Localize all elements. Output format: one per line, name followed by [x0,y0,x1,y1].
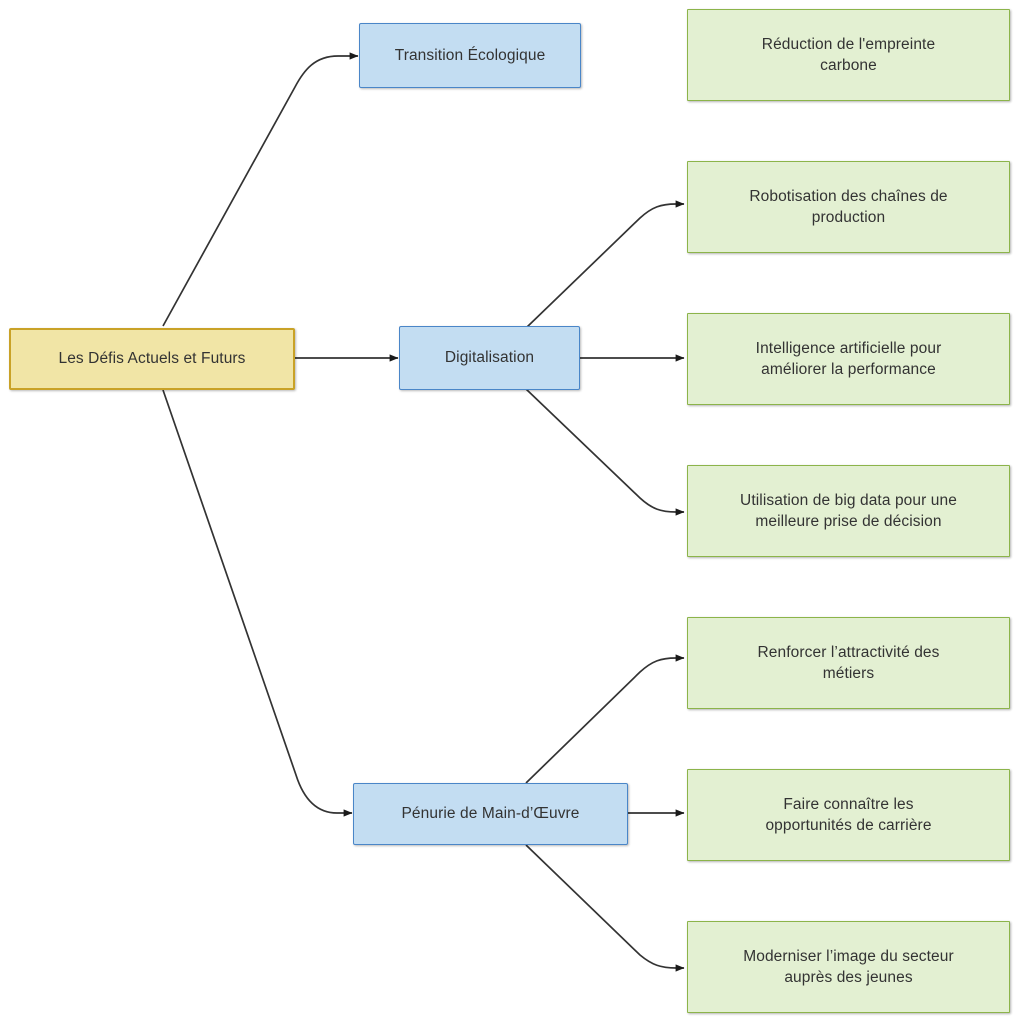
edge-root-to-transition [162,52,359,327]
node-leaf-reduction-empreinte-carbone-label: Réduction de l'empreinte carbone [761,35,936,74]
node-branch-digitalisation-label: Digitalisation [444,349,535,367]
edge-digitalisation-to-bigdata [525,388,685,516]
node-leaf-utilisation-big-data[interactable]: Utilisation de big data pour une meilleu… [687,465,1010,557]
node-leaf-faire-connaitre-opportunites-label: Faire connaître les opportunités de carr… [765,795,932,834]
node-leaf-renforcer-attractivite-metiers-label: Renforcer l’attractivité des métiers [757,643,940,682]
node-branch-penurie-main-doeuvre[interactable]: Pénurie de Main-d’Œuvre [353,783,628,845]
node-branch-penurie-main-doeuvre-label: Pénurie de Main-d’Œuvre [401,805,580,823]
node-leaf-robotisation-chaines-production-label: Robotisation des chaînes de production [749,187,948,226]
node-leaf-utilisation-big-data-label: Utilisation de big data pour une meilleu… [740,491,957,530]
node-leaf-intelligence-artificielle[interactable]: Intelligence artificielle pour améliorer… [687,313,1010,405]
node-branch-digitalisation[interactable]: Digitalisation [399,326,580,390]
node-branch-transition-ecologique[interactable]: Transition Écologique [359,23,581,88]
node-leaf-renforcer-attractivite-metiers[interactable]: Renforcer l’attractivité des métiers [687,617,1010,709]
node-leaf-reduction-empreinte-carbone[interactable]: Réduction de l'empreinte carbone [687,9,1010,101]
node-branch-transition-ecologique-label: Transition Écologique [394,46,546,64]
edge-penurie-to-image [525,844,685,972]
node-leaf-moderniser-image-secteur-label: Moderniser l’image du secteur auprès des… [743,947,954,986]
node-leaf-faire-connaitre-opportunites[interactable]: Faire connaître les opportunités de carr… [687,769,1010,861]
node-root-label: Les Défis Actuels et Futurs [58,350,246,368]
node-leaf-robotisation-chaines-production[interactable]: Robotisation des chaînes de production [687,161,1010,253]
node-leaf-intelligence-artificielle-label: Intelligence artificielle pour améliorer… [755,339,942,378]
node-leaf-moderniser-image-secteur[interactable]: Moderniser l’image du secteur auprès des… [687,921,1010,1013]
edge-digitalisation-to-robotisation [525,200,685,329]
edge-root-to-penurie [162,389,353,817]
edge-penurie-to-attractivite [525,654,685,784]
node-root[interactable]: Les Défis Actuels et Futurs [9,328,295,390]
